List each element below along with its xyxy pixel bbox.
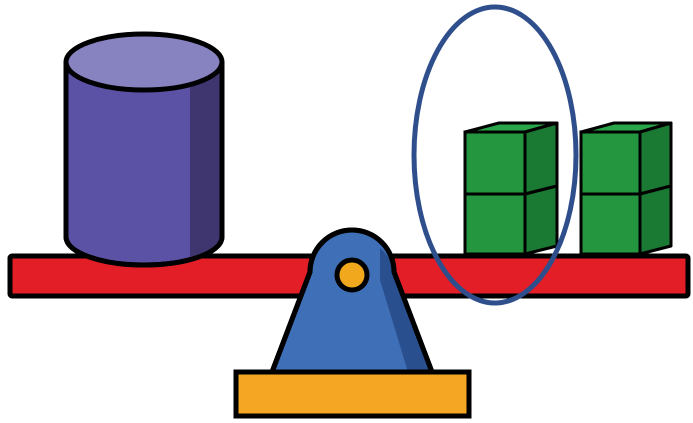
cube-icon [463,121,559,196]
cube-icon [463,184,559,256]
cube-icon [579,184,673,256]
cube-stack [579,121,673,256]
scale-base [233,369,472,419]
cylinder-icon [63,31,225,268]
circle-highlight-icon [411,4,579,306]
cube-icon [579,121,673,196]
pivot-icon [334,257,370,293]
cube-stack-highlighted [463,121,559,256]
fulcrum-icon [269,227,435,375]
